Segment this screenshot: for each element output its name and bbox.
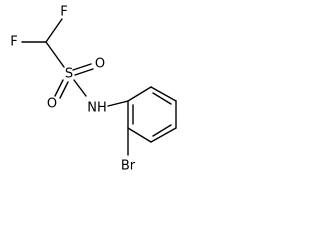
ring-double-c4-c5 bbox=[152, 124, 172, 137]
ring-bond-c4-c5 bbox=[150, 127, 177, 143]
ring-double-c2-c3 bbox=[152, 92, 172, 105]
atom-labels: F F S O O NH Br bbox=[10, 5, 136, 174]
atom-fluorine-left: F bbox=[10, 35, 17, 50]
atom-bromine: Br bbox=[121, 159, 136, 174]
bond-c-s bbox=[45, 41, 65, 68]
atom-amine: NH bbox=[87, 101, 107, 116]
bond-s-n bbox=[73, 79, 87, 97]
atom-oxygen-right: O bbox=[95, 57, 105, 72]
atom-sulfur: S bbox=[65, 67, 73, 82]
ring-bond-c1-c2 bbox=[127, 86, 152, 102]
ring-bond-c5-c6 bbox=[127, 127, 152, 143]
atom-oxygen-bottom: O bbox=[47, 97, 57, 112]
chemical-structure-diagram: F F S O O NH Br bbox=[10, 5, 177, 174]
bond-s-o-right-b bbox=[74, 68, 94, 76]
atom-fluorine-top: F bbox=[60, 5, 67, 20]
bond-s-o-right-a bbox=[72, 63, 92, 71]
bond-s-o-bottom-b bbox=[59, 81, 69, 99]
bonds bbox=[21, 18, 177, 156]
bond-n-c1 bbox=[107, 100, 129, 107]
bond-s-o-bottom-a bbox=[54, 79, 64, 97]
bond-c-f-top bbox=[45, 18, 63, 43]
ring-bond-c2-c3 bbox=[150, 86, 177, 102]
